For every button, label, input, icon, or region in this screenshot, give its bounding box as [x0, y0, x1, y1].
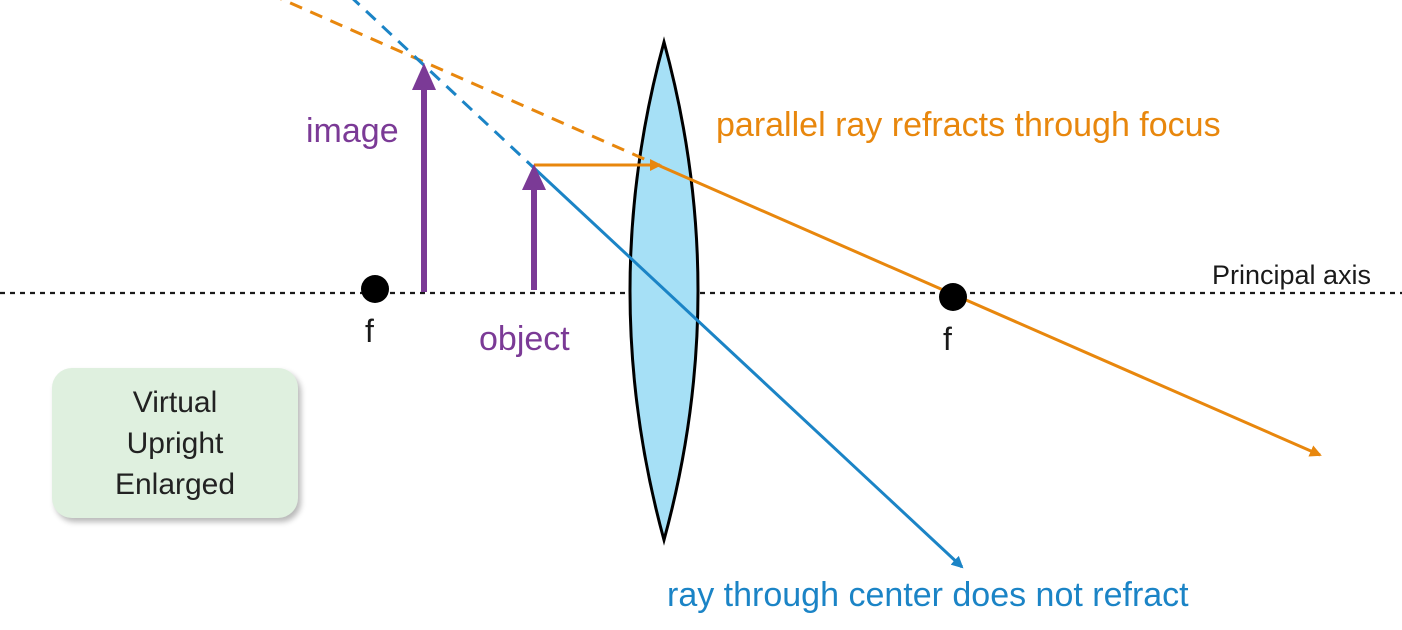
- property-virtual: Virtual: [132, 385, 218, 419]
- refracted-ray: [659, 164, 1322, 457]
- focal-label-left: f: [365, 313, 374, 349]
- object-arrow: [522, 164, 546, 290]
- center-ray: [532, 166, 964, 569]
- focal-label-right: f: [943, 321, 952, 357]
- property-enlarged: Enlarged: [114, 467, 236, 501]
- focal-point-left: [361, 275, 389, 303]
- property-upright: Upright: [126, 426, 224, 460]
- principal-axis-label: Principal axis: [1212, 260, 1372, 290]
- blue-virtual-extension: [352, 0, 536, 170]
- center-ray-label: ray through center does not refract: [667, 576, 1189, 614]
- image-properties-box: Virtual Upright Enlarged: [52, 368, 298, 518]
- image-arrow: [412, 63, 436, 292]
- image-label: image: [306, 112, 399, 150]
- focal-point-right: [939, 283, 967, 311]
- object-label: object: [479, 320, 570, 358]
- orange-virtual-extension: [279, 0, 661, 168]
- parallel-ray-label: parallel ray refracts through focus: [716, 106, 1221, 144]
